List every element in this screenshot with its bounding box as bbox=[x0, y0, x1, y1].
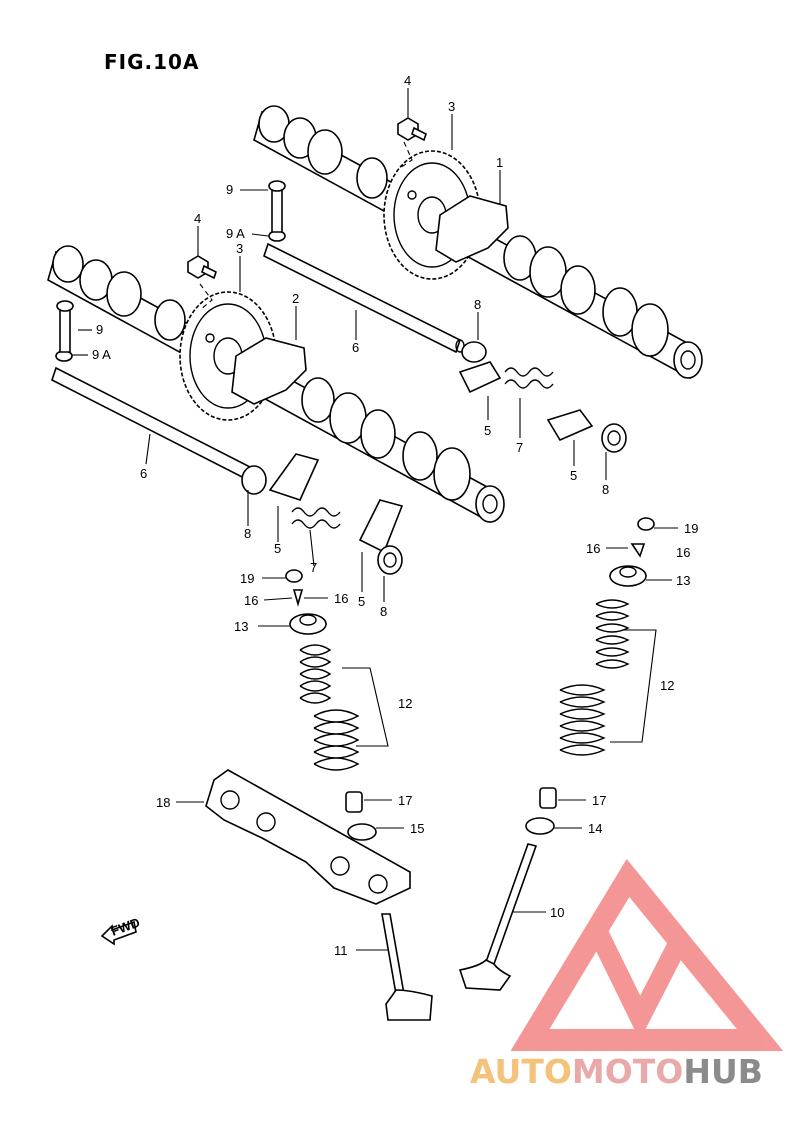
callout-9a-lower: 9 A bbox=[92, 347, 111, 362]
callout-10: 10 bbox=[550, 905, 564, 920]
callout-16-right: 16 bbox=[586, 541, 600, 556]
callout-3-top: 3 bbox=[448, 99, 455, 114]
callout-6-lower: 6 bbox=[140, 466, 147, 481]
callout-13-right: 13 bbox=[676, 573, 690, 588]
callout-12-left: 12 bbox=[398, 696, 412, 711]
callout-5-lower-a: 5 bbox=[274, 541, 281, 556]
callout-8-lower-b: 8 bbox=[380, 604, 387, 619]
callout-5-lower-b: 5 bbox=[358, 594, 365, 609]
callout-15: 15 bbox=[410, 821, 424, 836]
valve-train-right bbox=[458, 517, 655, 991]
callout-11: 11 bbox=[334, 943, 348, 958]
figure-title: FIG.10A bbox=[104, 50, 200, 74]
callout-labels: 4 3 1 9 9 A 4 3 2 6 8 9 9 A 5 7 5 8 6 8 … bbox=[92, 73, 698, 958]
watermark-auto: AUTO bbox=[470, 1052, 572, 1091]
callout-18: 18 bbox=[156, 795, 170, 810]
forward-arrow-icon: FWD bbox=[100, 915, 142, 946]
leader-lines bbox=[72, 88, 678, 951]
rocker-arm-set-upper bbox=[458, 341, 627, 453]
callout-9a-upper: 9 A bbox=[226, 226, 245, 241]
callout-5-upper-b: 5 bbox=[570, 468, 577, 483]
callout-19-right: 19 bbox=[684, 521, 698, 536]
rocker-arm-set-lower bbox=[241, 453, 404, 575]
callout-8-lower-a: 8 bbox=[244, 526, 251, 541]
callout-17-right: 17 bbox=[592, 793, 606, 808]
callout-2: 2 bbox=[292, 291, 299, 306]
callout-13-left: 13 bbox=[234, 619, 248, 634]
callout-12-right: 12 bbox=[660, 678, 674, 693]
watermark-hub: HUB bbox=[683, 1052, 763, 1091]
callout-8-upper-a: 8 bbox=[474, 297, 481, 312]
callout-9-lower: 9 bbox=[96, 322, 103, 337]
sprocket-bolt-lower bbox=[187, 255, 217, 280]
valve-train-left bbox=[285, 569, 433, 1021]
valve-cover-plate bbox=[205, 769, 411, 905]
callout-6-upper: 6 bbox=[352, 340, 359, 355]
callout-14: 14 bbox=[588, 821, 602, 836]
watermark-moto: MOTO bbox=[571, 1052, 684, 1091]
callout-16-left-b: 16 bbox=[334, 591, 348, 606]
watermark-logo-icon bbox=[510, 858, 784, 1051]
rocker-shaft-upper bbox=[263, 180, 465, 354]
callout-5-upper-a: 5 bbox=[484, 423, 491, 438]
callout-7-upper: 7 bbox=[516, 440, 523, 455]
callout-4-top: 4 bbox=[404, 73, 411, 88]
callout-9-upper: 9 bbox=[226, 182, 233, 197]
cam-holder-lower bbox=[231, 337, 307, 405]
cam-holder-upper bbox=[435, 195, 509, 263]
callout-7-lower: 7 bbox=[310, 560, 317, 575]
callout-1: 1 bbox=[496, 155, 503, 170]
sprocket-bolt-upper bbox=[397, 117, 427, 142]
callout-8-upper-b: 8 bbox=[602, 482, 609, 497]
callout-16-right-b: 16 bbox=[676, 545, 690, 560]
callout-16-left-a: 16 bbox=[244, 593, 258, 608]
callout-4-mid: 4 bbox=[194, 211, 201, 226]
callout-19-left: 19 bbox=[240, 571, 254, 586]
callout-3-mid: 3 bbox=[236, 241, 243, 256]
callout-17-left: 17 bbox=[398, 793, 412, 808]
watermark-text: AUTOMOTOHUB bbox=[470, 1052, 763, 1091]
